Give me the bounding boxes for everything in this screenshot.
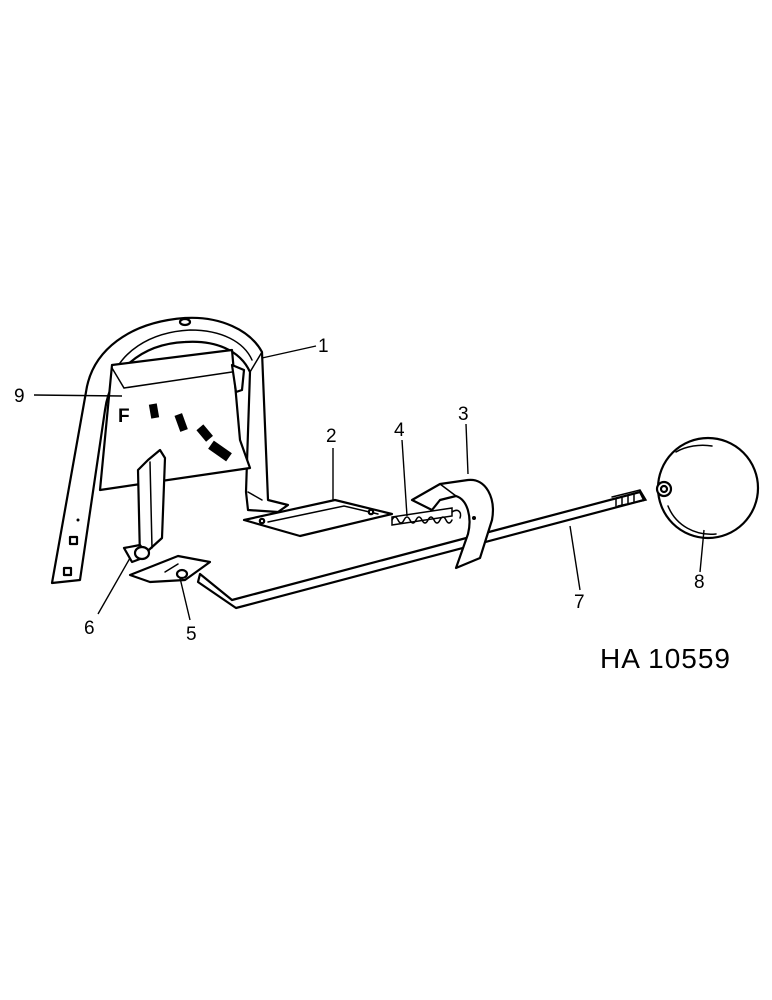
leader-line-9 <box>33 394 123 397</box>
callout-6: 6 <box>84 618 95 639</box>
callout-9: 9 <box>14 386 25 407</box>
pivot-plate <box>128 554 212 584</box>
leader-line-7 <box>569 525 581 591</box>
leader-lines <box>33 345 705 621</box>
gauge-mark <box>196 424 213 442</box>
gauge-dial: F <box>98 348 252 492</box>
callout-4: 4 <box>394 420 405 441</box>
float-rod <box>196 489 648 610</box>
spring <box>391 507 462 526</box>
leader-line-1 <box>261 345 317 359</box>
float-ball <box>655 436 760 540</box>
callout-2: 2 <box>326 426 337 447</box>
gauge-mark <box>208 440 232 462</box>
callout-5: 5 <box>186 624 197 645</box>
leader-line-5 <box>179 577 191 621</box>
gauge-mark <box>174 413 188 432</box>
leader-line-3 <box>465 423 469 475</box>
callout-1: 1 <box>318 336 329 357</box>
callout-3: 3 <box>458 404 469 425</box>
leader-line-6 <box>97 557 131 615</box>
leader-line-8 <box>699 529 705 573</box>
callout-labels: 1 9 2 4 3 6 5 7 8 <box>14 336 705 645</box>
rod-clamp <box>410 478 494 570</box>
mounting-plate <box>242 498 394 538</box>
gauge-mark <box>148 403 160 419</box>
callout-7: 7 <box>574 592 585 613</box>
gauge-letter: F <box>118 406 130 427</box>
drawing-code: HA 10559 <box>600 643 731 674</box>
callout-8: 8 <box>694 572 705 593</box>
leader-line-4 <box>401 439 408 517</box>
pointer-arm <box>122 448 167 564</box>
